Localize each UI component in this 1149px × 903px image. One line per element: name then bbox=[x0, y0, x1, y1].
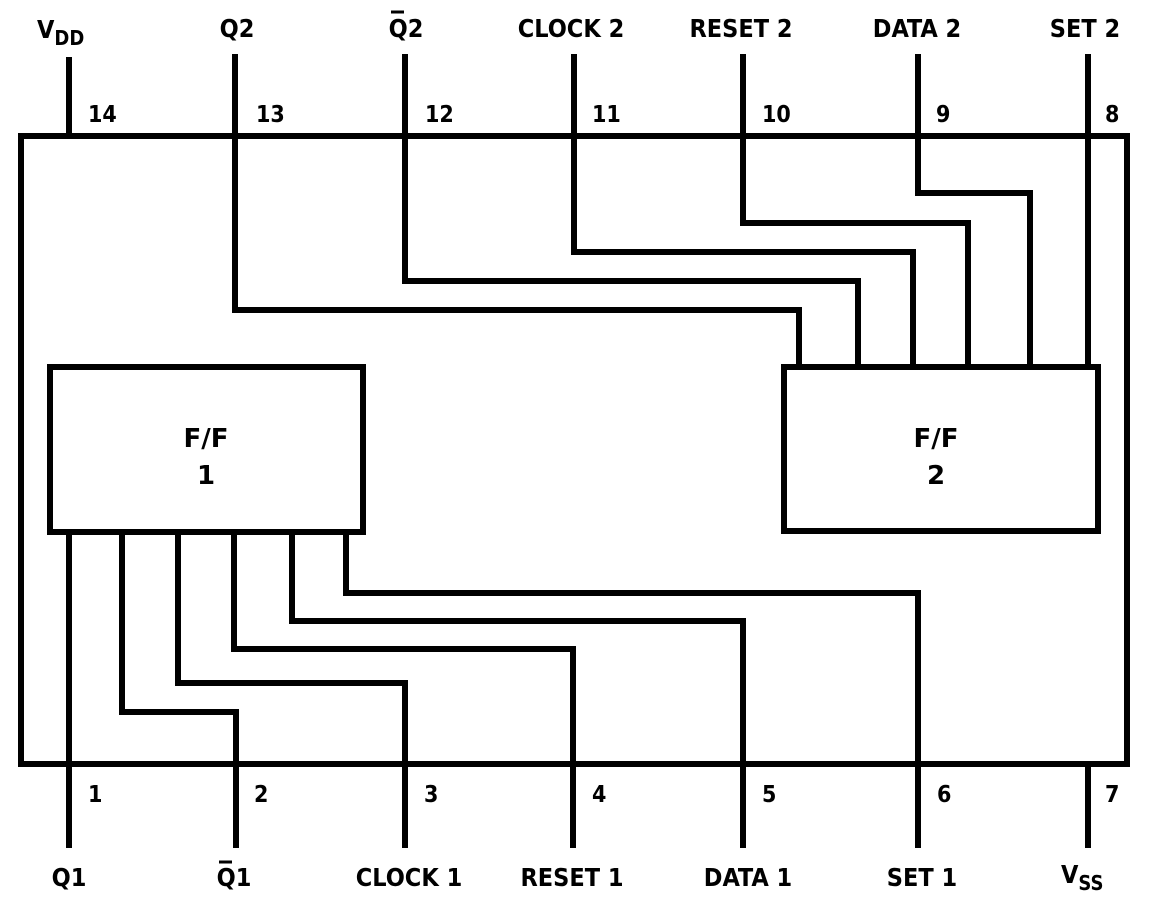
pin-number-6: 6 bbox=[937, 782, 951, 808]
flip-flop-1: F/F 1 bbox=[47, 364, 366, 535]
pin-number-5: 5 bbox=[762, 782, 776, 808]
flip-flop-1-label: F/F bbox=[183, 424, 228, 454]
wire-pin-3-clock1 bbox=[175, 529, 408, 848]
bottom-pin-names: Q1 Q1 CLOCK 1 RESET 1 DATA 1 SET 1 VSS bbox=[52, 860, 1104, 895]
pin-name-set2: SET 2 bbox=[1050, 14, 1120, 43]
wire-pin-9-data2 bbox=[915, 54, 1033, 370]
top-pin-wiring bbox=[66, 54, 1091, 370]
flip-flop-2-label: F/F bbox=[913, 424, 958, 454]
pin-name-vdd: VDD bbox=[37, 15, 84, 50]
top-pin-numbers: 14 13 12 11 10 9 8 bbox=[88, 102, 1119, 128]
pin-name-vss: VSS bbox=[1061, 860, 1103, 895]
pin-name-reset1: RESET 1 bbox=[520, 863, 623, 892]
pin-number-13: 13 bbox=[256, 102, 285, 128]
bottom-pin-wiring bbox=[66, 529, 1091, 848]
pin-number-4: 4 bbox=[592, 782, 606, 808]
pin-name-clock1: CLOCK 1 bbox=[356, 863, 462, 892]
wire-pin-11-clock2 bbox=[571, 54, 916, 370]
pin-number-14: 14 bbox=[88, 102, 117, 128]
wire-pin-4-reset1 bbox=[231, 529, 576, 848]
flip-flop-2-box bbox=[781, 364, 1101, 534]
pin-name-q2: Q2 bbox=[220, 14, 255, 43]
top-pin-names: VDD Q2 Q2 CLOCK 2 RESET 2 DATA 2 SET 2 bbox=[37, 10, 1120, 50]
wire-pin-6-set1 bbox=[343, 529, 921, 848]
pin-name-data2: DATA 2 bbox=[873, 14, 961, 43]
pin-name-set1: SET 1 bbox=[887, 863, 957, 892]
pin-name-reset2: RESET 2 bbox=[689, 14, 792, 43]
pin-number-8: 8 bbox=[1105, 102, 1119, 128]
wire-pin-13-q2 bbox=[232, 54, 802, 370]
flip-flop-1-box bbox=[47, 364, 366, 535]
pin-name-q1-bar: Q1 bbox=[217, 863, 252, 892]
flip-flop-2: F/F 2 bbox=[781, 364, 1101, 534]
wire-pin-10-reset2 bbox=[740, 54, 971, 370]
pin-name-data1: DATA 1 bbox=[704, 863, 792, 892]
pin-name-q1: Q1 bbox=[52, 863, 87, 892]
pin-name-clock2: CLOCK 2 bbox=[518, 14, 624, 43]
flip-flop-1-number: 1 bbox=[197, 461, 215, 491]
pin-number-7: 7 bbox=[1105, 782, 1119, 808]
bottom-pin-numbers: 1 2 3 4 5 6 7 bbox=[88, 782, 1119, 808]
wire-pin-2-q1-bar bbox=[119, 529, 239, 848]
pin-number-1: 1 bbox=[88, 782, 102, 808]
pin-number-3: 3 bbox=[424, 782, 438, 808]
wire-pin-12-q2-bar bbox=[402, 54, 861, 370]
pin-number-10: 10 bbox=[762, 102, 791, 128]
pin-number-2: 2 bbox=[254, 782, 268, 808]
pin-number-9: 9 bbox=[936, 102, 950, 128]
wire-pin-5-data1 bbox=[289, 529, 746, 848]
pin-name-q2-bar: Q2 bbox=[389, 14, 424, 43]
pin-number-12: 12 bbox=[425, 102, 454, 128]
pin-number-11: 11 bbox=[592, 102, 621, 128]
flip-flop-2-number: 2 bbox=[927, 461, 945, 491]
